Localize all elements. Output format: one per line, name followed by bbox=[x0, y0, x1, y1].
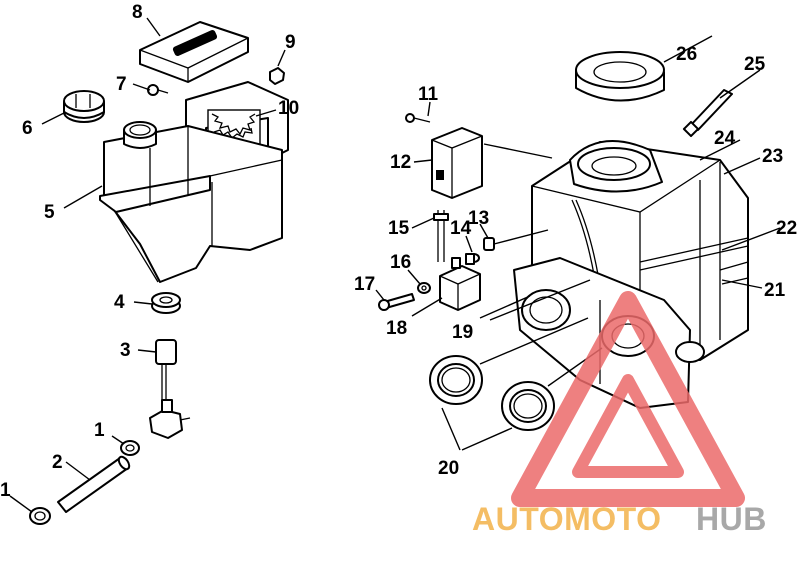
grommet-13-part bbox=[483, 237, 495, 251]
watermark-text-automoto: AUTOMOTO bbox=[472, 501, 661, 537]
hose-clamp-lower-part bbox=[29, 507, 51, 525]
grommet-part bbox=[151, 292, 181, 314]
oil-tank-body-part bbox=[99, 121, 283, 283]
callout-19: 19 bbox=[452, 322, 473, 343]
callout-11: 11 bbox=[418, 84, 439, 105]
callout-17: 17 bbox=[354, 274, 375, 295]
screw-part bbox=[147, 84, 169, 96]
callout-13: 13 bbox=[468, 208, 489, 229]
callout-16: 16 bbox=[390, 252, 411, 273]
callout-10: 10 bbox=[278, 98, 299, 119]
hose-clamp-upper-part bbox=[120, 440, 140, 456]
callout-9: 9 bbox=[285, 32, 296, 53]
callout-18: 18 bbox=[386, 318, 407, 339]
callout-1-lower: 1 bbox=[0, 480, 11, 501]
callout-12: 12 bbox=[390, 152, 411, 173]
callout-25: 25 bbox=[744, 54, 766, 75]
strap-part bbox=[682, 89, 733, 138]
filler-cap-part bbox=[63, 90, 105, 123]
callout-20: 20 bbox=[438, 458, 459, 479]
relay-connector-part bbox=[439, 253, 481, 311]
bolt-11-part bbox=[405, 113, 431, 123]
callout-21: 21 bbox=[764, 280, 786, 301]
callout-7: 7 bbox=[116, 74, 127, 95]
washer-16-part bbox=[417, 282, 431, 294]
callout-3: 3 bbox=[120, 340, 131, 361]
nut-part bbox=[269, 67, 285, 85]
tank-cover-part bbox=[139, 21, 249, 83]
control-module-part bbox=[431, 127, 483, 199]
watermark: AUTOMOTO HUB bbox=[472, 291, 767, 537]
callout-4: 4 bbox=[114, 292, 125, 313]
callout-26: 26 bbox=[676, 44, 697, 65]
callout-8: 8 bbox=[132, 2, 143, 23]
outlet-seal-lower-part bbox=[501, 381, 555, 431]
watermark-text-hub: HUB bbox=[696, 501, 767, 537]
level-sensor-part bbox=[149, 339, 191, 439]
hose-part bbox=[57, 455, 131, 513]
foam-filter-ring-part bbox=[575, 51, 665, 102]
cable-part bbox=[433, 210, 449, 262]
callout-15: 15 bbox=[388, 218, 410, 239]
callout-2: 2 bbox=[52, 452, 63, 473]
watermark-logo-icon bbox=[511, 291, 745, 507]
callout-labels: 8 9 7 6 10 5 4 3 1 2 1 11 12 15 14 13 16… bbox=[0, 2, 797, 501]
callout-24: 24 bbox=[714, 128, 736, 149]
oil-tank-assembly bbox=[29, 21, 289, 525]
callout-5: 5 bbox=[44, 202, 55, 223]
airbox-assembly bbox=[378, 51, 749, 431]
outlet-seal-upper-part bbox=[429, 355, 483, 405]
callout-6: 6 bbox=[22, 118, 33, 139]
callout-1-upper: 1 bbox=[94, 420, 105, 441]
callout-22: 22 bbox=[776, 218, 797, 239]
bolt-17-part bbox=[378, 293, 415, 311]
callout-14: 14 bbox=[450, 218, 472, 239]
callout-23: 23 bbox=[762, 146, 783, 167]
leader-lines bbox=[9, 17, 781, 513]
